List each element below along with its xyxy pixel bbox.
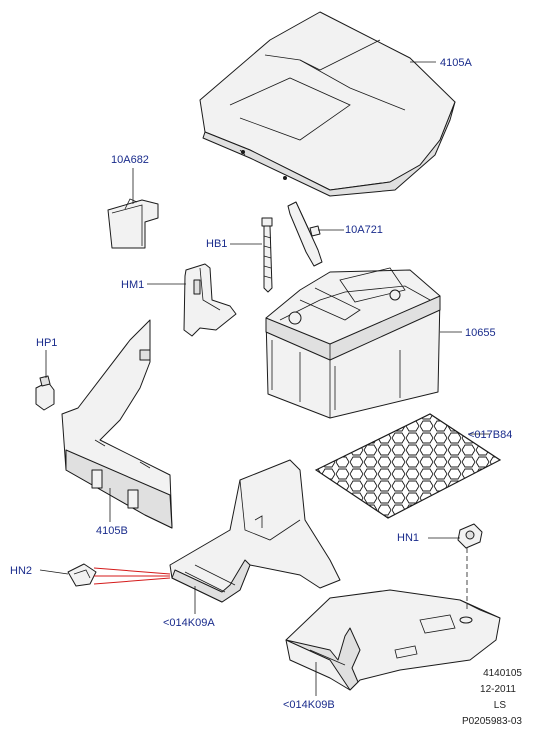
reference-illustration-id: P0205983-03 [462, 716, 522, 727]
reference-date: 12-2011 [480, 684, 516, 695]
callout-4105b: 4105B [96, 525, 128, 537]
battery-cover-top [199, 11, 456, 197]
callout-4105a: 4105A [440, 57, 472, 69]
tray-014k09a [169, 459, 341, 603]
callout-017b84: <017B84 [468, 429, 512, 441]
mat-017b84 [314, 413, 502, 519]
tray-014k09b [285, 589, 501, 691]
bracket-hm1 [183, 263, 237, 337]
reference-market: LS [494, 700, 507, 711]
battery-10655 [265, 267, 441, 419]
leader-lines [39, 61, 490, 696]
callout-10a682: 10A682 [111, 154, 149, 166]
clamp-10a721 [287, 201, 323, 267]
bracket-10a682 [107, 198, 159, 249]
bolt-hb1 [261, 217, 273, 293]
callout-014k09b: <014K09B [283, 699, 335, 711]
battery-cover-side [61, 319, 173, 529]
callout-hp1: HP1 [36, 337, 57, 349]
plug-hp1 [35, 375, 55, 411]
callout-hn1: HN1 [397, 532, 419, 544]
callout-10a721: 10A721 [345, 224, 383, 236]
nut-hn1 [457, 523, 483, 549]
callout-hm1: HM1 [121, 279, 144, 291]
clip-hn2 [67, 563, 97, 587]
reference-block: 4140105 12-2011 LS P0205983-03 [462, 668, 522, 727]
reference-code: 4140105 [483, 668, 522, 679]
callout-10655: 10655 [465, 327, 496, 339]
callout-014k09a: <014K09A [163, 617, 215, 629]
callout-hb1: HB1 [206, 238, 227, 250]
callout-hn2: HN2 [10, 565, 32, 577]
